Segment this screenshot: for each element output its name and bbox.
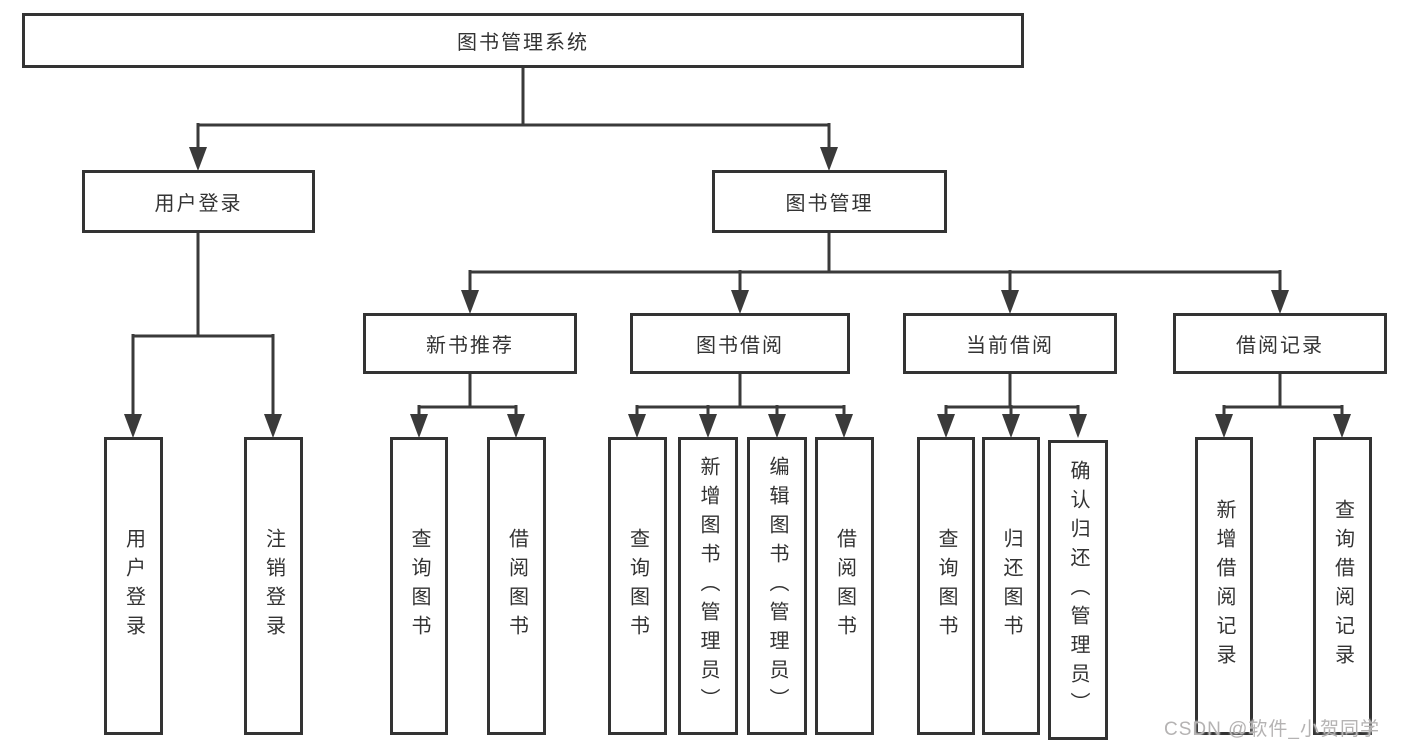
node-leaf-borrow-book-recommend: 借阅图书 <box>487 437 546 735</box>
node-label: 查询图书 <box>408 528 430 644</box>
node-label: 注销登录 <box>262 528 285 644</box>
node-new-book-recommend: 新书推荐 <box>363 313 577 374</box>
node-leaf-borrow-book: 借阅图书 <box>815 437 874 735</box>
node-leaf-confirm-return-admin: 确认归还（管理员） <box>1048 440 1108 740</box>
node-label: 借阅图书 <box>833 528 856 644</box>
node-label: 新增借阅记录 <box>1213 499 1235 673</box>
node-label: 新增图书（管理员） <box>697 455 719 717</box>
node-book-management: 图书管理 <box>712 170 947 233</box>
node-label: 用户登录 <box>122 528 145 644</box>
node-borrow-record: 借阅记录 <box>1173 313 1387 374</box>
node-leaf-user-login: 用户登录 <box>104 437 163 735</box>
node-leaf-add-book-admin: 新增图书（管理员） <box>678 437 738 735</box>
node-leaf-edit-book-admin: 编辑图书（管理员） <box>747 437 807 735</box>
node-leaf-return-book: 归还图书 <box>982 437 1040 735</box>
node-leaf-logout: 注销登录 <box>244 437 303 735</box>
node-label: 确认归还（管理员） <box>1067 459 1089 721</box>
node-leaf-add-borrow-record: 新增借阅记录 <box>1195 437 1253 735</box>
csdn-watermark: CSDN @软件_小贺同学 <box>1164 719 1380 740</box>
node-label: 借阅图书 <box>505 528 528 644</box>
node-label: 查询图书 <box>626 528 649 644</box>
node-library-management-system: 图书管理系统 <box>22 13 1024 68</box>
node-book-borrow: 图书借阅 <box>630 313 850 374</box>
node-label: 查询借阅记录 <box>1331 499 1354 673</box>
node-label: 查询图书 <box>935 528 957 644</box>
node-leaf-query-borrow-record: 查询借阅记录 <box>1313 437 1372 735</box>
node-label: 编辑图书（管理员） <box>766 455 788 717</box>
arrowheads <box>124 147 1351 438</box>
node-current-borrow: 当前借阅 <box>903 313 1117 374</box>
node-leaf-query-book-borrow: 查询图书 <box>608 437 667 735</box>
node-user-login: 用户登录 <box>82 170 315 233</box>
node-leaf-query-book-recommend: 查询图书 <box>390 437 448 735</box>
node-label: 归还图书 <box>1000 528 1022 644</box>
node-leaf-query-book-current: 查询图书 <box>917 437 975 735</box>
